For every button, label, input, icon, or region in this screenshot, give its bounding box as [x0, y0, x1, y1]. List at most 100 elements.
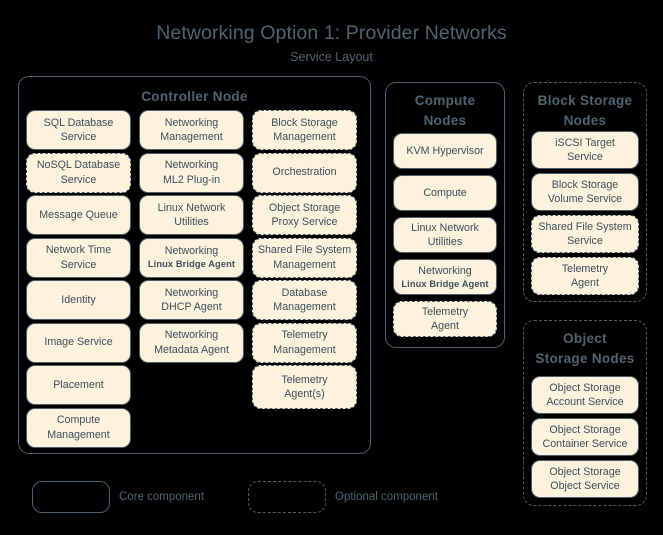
panel-object-storage-nodes: Object Storage Nodes — [523, 320, 647, 506]
service-label-line1: Image Service — [44, 336, 113, 349]
service-label-line2: Service — [60, 131, 97, 143]
service-label-line2: Agent — [431, 320, 459, 332]
service-label-line2: DHCP Agent — [161, 301, 222, 313]
service-label-line2: Utilities — [174, 216, 209, 228]
service-label-line1: iSCSI Target — [555, 136, 615, 149]
service-label-line1: Network Time — [45, 244, 112, 257]
service-label-line1: Networking — [164, 245, 219, 258]
service-label-line2: Management — [273, 258, 336, 271]
service-label-line1: Shared File System — [257, 244, 352, 257]
service-label-line2: Linux Bridge Agent — [401, 278, 489, 289]
service-label-line2: Service — [567, 235, 603, 247]
service-label-line2: Linux Bridge Agent — [147, 259, 236, 270]
service-label-line2: Proxy Service — [271, 216, 338, 228]
service-label-line2: Service — [567, 151, 603, 163]
controller-col1-item-4[interactable]: Identity — [26, 280, 131, 320]
service-label-line1: Object Storage — [549, 465, 621, 478]
service-label-line1: Identity — [61, 293, 96, 306]
service-label-line2: ML2 Plug-in — [162, 173, 221, 186]
service-label-line2: Volume Service — [547, 193, 623, 205]
service-label-line2: Agent — [571, 277, 599, 289]
service-label-line1: Telemetry — [281, 329, 328, 342]
service-label-line1: Shared File System — [538, 220, 632, 233]
service-label-line1: NoSQL Database — [36, 159, 121, 172]
panel-compute-nodes: Compute Nodes — [385, 82, 505, 348]
diagram-subtitle: Service Layout — [290, 50, 373, 64]
service-label-line1: Telemetry — [421, 305, 469, 318]
service-label-line1: Block Storage — [551, 178, 619, 191]
service-label-line1: Object Storage — [268, 201, 341, 214]
service-label-line2: Management — [273, 343, 336, 356]
service-label-line1: Linux Network — [157, 201, 226, 214]
compute-nodes-item-1[interactable]: Compute — [393, 175, 497, 211]
service-label-line1: Message Queue — [39, 208, 118, 221]
service-label-line2: Account Service — [546, 396, 624, 408]
service-label-line1: Networking — [164, 116, 219, 129]
service-label-line2: Container Service — [542, 438, 628, 450]
service-label-line2: Service — [60, 258, 97, 271]
service-label-line1: Networking — [418, 264, 472, 277]
panel-object-storage-nodes-title-line2: Storage Nodes — [535, 350, 635, 366]
controller-col1-item-2[interactable]: Message Queue — [26, 195, 131, 235]
service-label-line2: Management — [160, 131, 223, 143]
service-label-line2: Management — [47, 428, 110, 441]
service-label-line1: Networking — [164, 159, 219, 172]
service-label-line1: Compute — [56, 414, 101, 427]
service-label-line1: KVM Hypervisor — [406, 144, 484, 157]
service-label-line2: Agent(s) — [284, 388, 325, 400]
panel-block-storage-nodes-title-line2: Nodes — [563, 112, 607, 128]
panel-object-storage-nodes-title-line1: Object — [563, 331, 607, 346]
controller-col1-item-6[interactable]: Placement — [26, 365, 131, 405]
legend-optional-label: Optional component — [335, 491, 438, 503]
service-label-line1: Database — [281, 286, 328, 299]
service-label-line2: Metadata Agent — [154, 343, 229, 356]
panel-block-storage-nodes: Block Storage Nodes — [523, 82, 647, 302]
service-label-line1: Networking — [164, 329, 219, 342]
service-label-line2: Utilities — [427, 236, 463, 248]
service-label-line1: Telemetry — [281, 373, 328, 386]
legend-optional-swatch — [248, 481, 326, 513]
service-label-line1: Object Storage — [549, 423, 621, 436]
service-label-line1: SQL Database — [43, 116, 114, 129]
controller-col1-item-5[interactable]: Image Service — [26, 322, 131, 363]
service-label-line1: Orchestration — [272, 166, 337, 179]
legend-core-label: Core component — [119, 491, 205, 503]
service-label-line1: Networking — [164, 286, 219, 299]
service-label-line1: Linux Network — [411, 221, 479, 234]
compute-nodes-item-0[interactable]: KVM Hypervisor — [393, 133, 497, 169]
service-label-line2: Service — [60, 173, 97, 186]
service-label-line1: Placement — [53, 378, 104, 391]
service-label-line1: Block Storage — [271, 116, 338, 129]
service-label-line2: Object Service — [550, 480, 620, 492]
controller-col3-item-1[interactable]: Orchestration — [252, 152, 357, 193]
panel-compute-nodes-title-line1: Compute — [414, 93, 476, 108]
service-label-line2: Management — [273, 131, 336, 143]
